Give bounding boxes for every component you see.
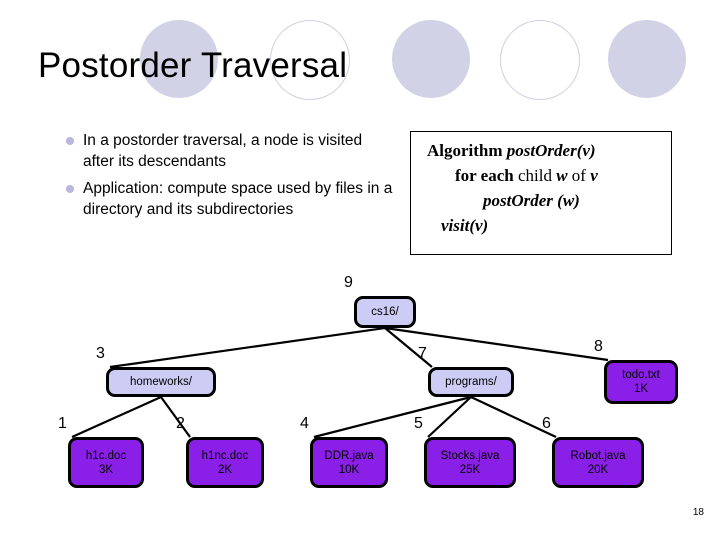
tree-node-homeworks[interactable]: homeworks/: [106, 367, 216, 397]
bullet-dot-icon: [66, 185, 74, 193]
postorder-number-programs: 7: [418, 345, 427, 362]
algorithm-visit-args: (v): [469, 216, 489, 235]
algorithm-word-child: child: [517, 166, 552, 185]
tree-node-size: 3K: [98, 463, 114, 476]
postorder-number-robot: 6: [542, 415, 551, 432]
circle-3-decoration: [392, 20, 470, 98]
postorder-number-h1nc: 2: [176, 415, 185, 432]
postorder-number-todo: 8: [594, 338, 603, 355]
tree-node-size: 1K: [633, 383, 649, 395]
bullet-list: In a postorder traversal, a node is visi…: [66, 130, 396, 226]
algorithm-proc-args: (w): [557, 191, 580, 210]
tree-node-cs16[interactable]: cs16/: [354, 296, 416, 328]
tree-node-label: h1c.doc: [85, 449, 127, 462]
page-number: 18: [692, 507, 704, 518]
tree-edge-programs-robot: [470, 396, 557, 438]
tree-edge-homeworks-h1c: [71, 395, 162, 439]
circle-4-decoration: [500, 20, 580, 100]
algorithm-keyword: for each: [455, 166, 514, 185]
directory-tree: cs16/9 homeworks/3 programs/7 todo.txt 1K 8 h1…: [0, 265, 720, 525]
tree-edge-cs16-todo: [384, 326, 609, 362]
algorithm-visit-name: visit: [441, 216, 470, 235]
tree-node-size: 10K: [338, 463, 360, 476]
tree-edge-programs-stocks: [427, 396, 472, 438]
algorithm-line-3: postOrder (w): [411, 188, 671, 213]
tree-edges: [71, 326, 609, 439]
circle-5-decoration: [608, 20, 686, 98]
list-item: In a postorder traversal, a node is visi…: [66, 130, 396, 172]
circle-1-decoration: [140, 20, 218, 98]
page-title: Postorder Traversal: [38, 46, 348, 85]
tree-node-size: 2K: [217, 463, 233, 476]
tree-node-label: Robot.java: [570, 449, 626, 462]
tree-edge-cs16-homeworks: [109, 326, 386, 369]
algorithm-proc-name: postOrder: [483, 191, 553, 210]
algorithm-keyword: Algorithm: [427, 141, 503, 160]
postorder-number-homeworks: 3: [96, 345, 105, 362]
tree-node-label: homeworks/: [130, 376, 192, 388]
algorithm-word-of: of: [571, 166, 586, 185]
tree-node-todo[interactable]: todo.txt 1K: [604, 360, 678, 404]
algorithm-var-w: w: [556, 166, 568, 185]
algorithm-line-1: Algorithm postOrder(v): [411, 138, 671, 163]
algorithm-proc-name: postOrder: [506, 141, 577, 160]
tree-node-size: 25K: [459, 463, 481, 476]
bullet-text: In a postorder traversal, a node is visi…: [83, 132, 363, 170]
tree-edge-cs16-programs: [384, 327, 433, 368]
tree-node-label: h1nc.doc: [201, 449, 249, 462]
algorithm-line-2: for each child w of v: [411, 163, 671, 188]
postorder-number-stocks: 5: [414, 415, 423, 432]
tree-node-label: todo.txt: [622, 369, 660, 381]
postorder-number-h1c: 1: [58, 415, 67, 432]
tree-node-size: 20K: [587, 463, 609, 476]
algorithm-proc-args: (v): [576, 141, 596, 160]
tree-node-label: Stocks.java: [440, 449, 500, 462]
algorithm-line-4: visit(v): [411, 213, 671, 238]
circle-2-decoration: [270, 20, 350, 100]
tree-node-label: programs/: [445, 376, 497, 388]
tree-node-programs[interactable]: programs/: [428, 367, 514, 397]
tree-node-label: cs16/: [371, 306, 399, 318]
bullet-text: Application: compute space used by files…: [83, 180, 393, 218]
tree-node-label: DDR.java: [324, 449, 374, 462]
algorithm-box: Algorithm postOrder(v) for each child w …: [410, 131, 672, 255]
list-item: Application: compute space used by files…: [66, 178, 396, 220]
tree-edge-programs-ddr: [313, 395, 472, 439]
algorithm-var-v: v: [590, 166, 598, 185]
postorder-number-ddr: 4: [300, 415, 309, 432]
tree-edge-homeworks-h1nc: [160, 396, 191, 438]
postorder-number-cs16: 9: [344, 274, 353, 291]
bullet-dot-icon: [66, 137, 74, 145]
